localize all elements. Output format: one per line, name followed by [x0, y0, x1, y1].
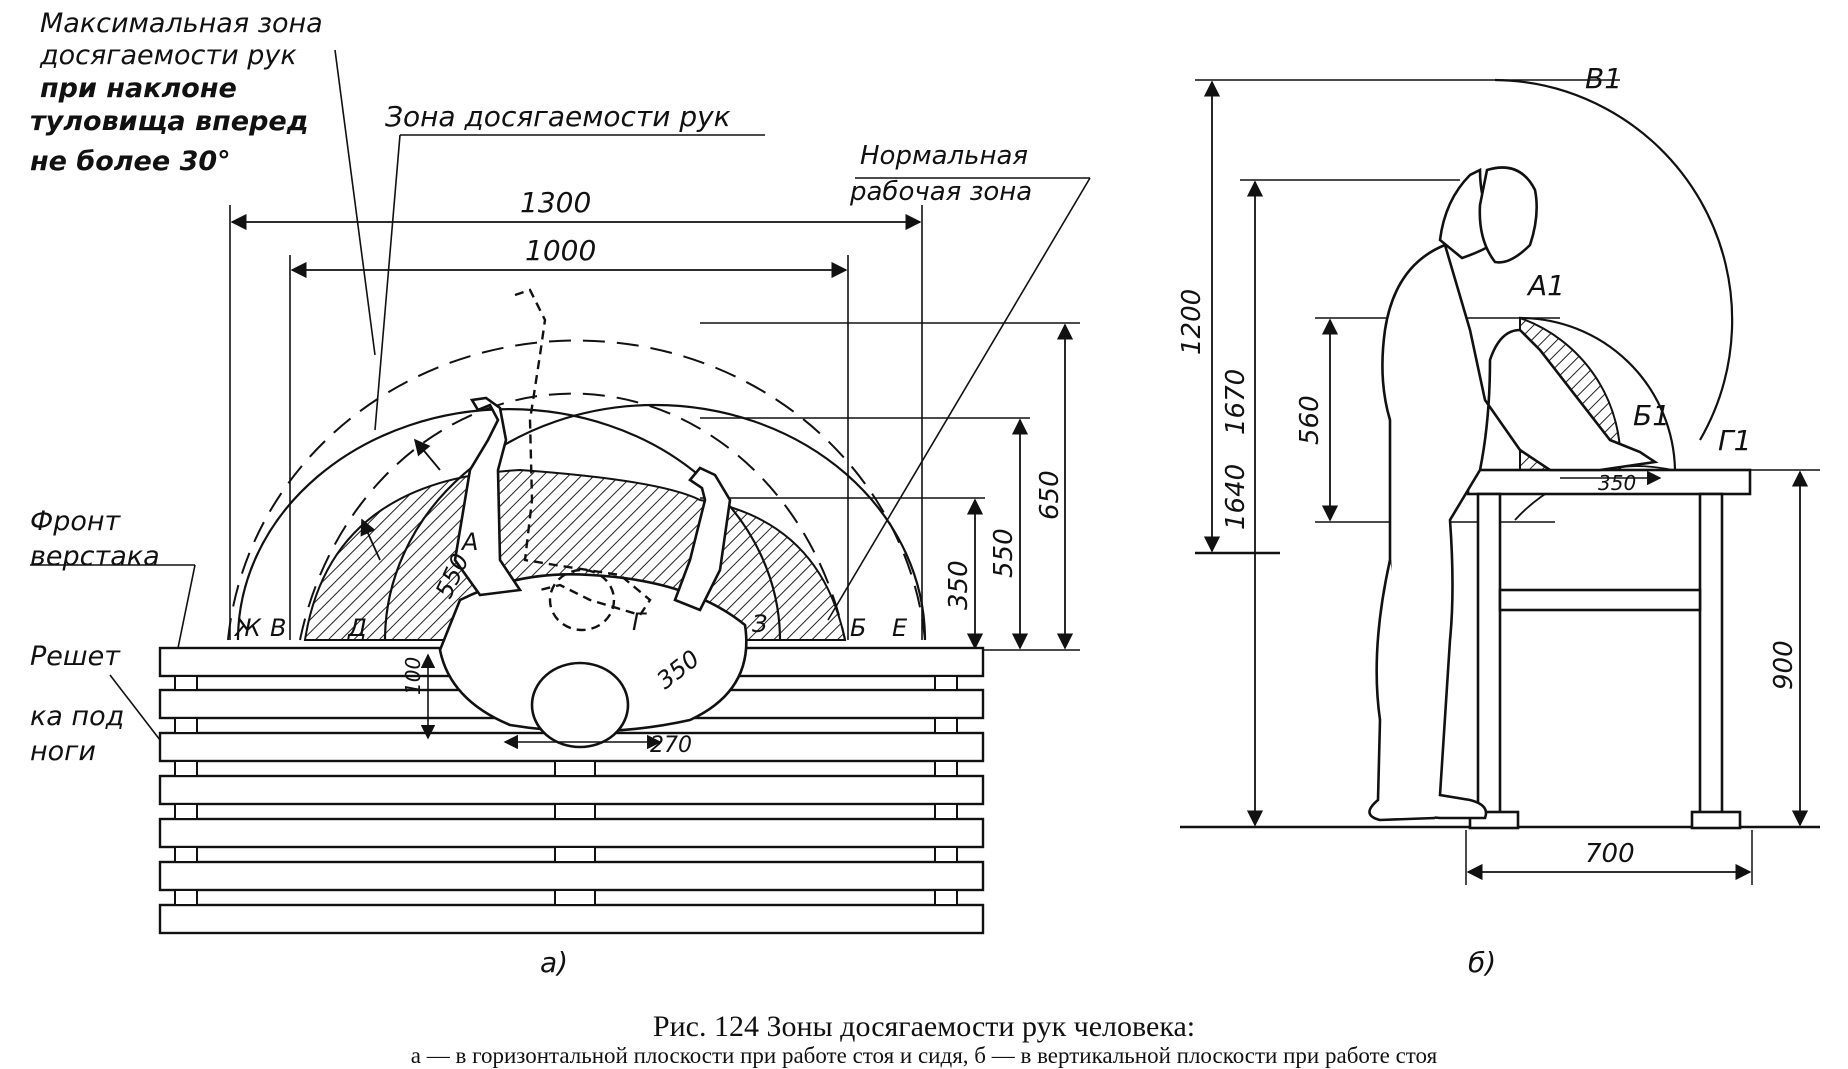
- point-a: А: [460, 528, 478, 556]
- leader-reach-zone: [374, 134, 401, 431]
- max-zone-label-line: туловища вперед: [30, 106, 309, 137]
- point-zh: Ж: [233, 614, 262, 642]
- max-zone-label-line: Максимальная зона: [40, 8, 323, 39]
- leader-max-zone: [334, 49, 376, 356]
- point-a1: А1: [1526, 269, 1565, 302]
- dim-label-100: 100: [401, 657, 425, 695]
- workbench-side: [1466, 468, 1752, 830]
- dim-label-650: 650: [1035, 470, 1065, 520]
- ghost-arm: [514, 288, 652, 617]
- dim-label-1300: 1300: [520, 186, 591, 219]
- leader-grate: [109, 674, 161, 741]
- point-e: Е: [892, 614, 908, 642]
- point-d: Д: [347, 614, 367, 642]
- max-zone-label-line: не более 30°: [30, 146, 231, 177]
- point-b: Б: [850, 614, 866, 642]
- point-v: В: [270, 614, 286, 642]
- reach-arc-small: [1519, 316, 1677, 471]
- panel-b-label: б): [1468, 946, 1496, 979]
- dim-label-1670: 1670: [1221, 369, 1251, 435]
- point-g: Г: [632, 608, 647, 636]
- panel-b-drawing: [1180, 78, 1820, 885]
- leader-normal-zone: [827, 177, 1091, 621]
- reach-arc-big: [1494, 78, 1734, 441]
- bench-front-label-line: Фронт: [30, 506, 122, 537]
- grate-label-line: ноги: [30, 736, 96, 767]
- leader-bench-front: [177, 564, 196, 649]
- point-z: З: [752, 610, 767, 638]
- radius-arrow: [413, 438, 441, 471]
- dim-label-350: 350: [944, 560, 974, 610]
- max-zone-label-line: досягаемости рук: [39, 40, 297, 71]
- dim-label-900: 900: [1769, 640, 1799, 690]
- worker-side-view: [1368, 166, 1659, 822]
- dim-label-270: 270: [650, 733, 692, 758]
- panel-b-labels: 1200 1670 1640 560 350 900 700 В1 А1 Б1 …: [1177, 62, 1799, 979]
- max-zone-arc-inner: [299, 392, 846, 641]
- dim-label-560: 560: [1295, 395, 1325, 445]
- dim-label-550: 550: [989, 528, 1019, 578]
- point-b1: Б1: [1633, 399, 1670, 432]
- ghost-hand: [548, 568, 616, 632]
- bench-front-label-line: верстака: [30, 541, 160, 572]
- point-g1: Г1: [1718, 424, 1751, 457]
- figure-caption-title: Рис. 124 Зоны досягаемости рук человека:: [652, 1010, 1196, 1043]
- dim-label-700: 700: [1585, 839, 1635, 869]
- panel-a-label: а): [540, 946, 568, 979]
- max-zone-arc-outer: [227, 339, 926, 641]
- panel-a-drawing: [30, 49, 1091, 935]
- dim-label-r350b: 350: [1598, 471, 1636, 495]
- max-zone-label-line: при наклоне: [40, 73, 237, 104]
- dim-label-1000: 1000: [525, 234, 596, 267]
- worker-top-view: [438, 396, 748, 749]
- reach-zone-arc-left: [236, 408, 782, 641]
- foot-grate: [158, 646, 985, 935]
- figure-caption-title-wrap: Рис. 124 Зоны досягаемости рук человека:: [0, 1010, 1848, 1044]
- radius-arrow: [360, 518, 381, 561]
- panel-a-labels: Максимальная зона досягаемости рук при н…: [30, 8, 1065, 979]
- figure-caption-text: а — в горизонтальной плоскости при работ…: [410, 1043, 1438, 1068]
- dim-label-1640: 1640: [1221, 464, 1251, 530]
- grate-label-line: Решет: [30, 641, 121, 672]
- point-v1: В1: [1585, 62, 1622, 95]
- reach-zone-label: Зона досягаемости рук: [385, 100, 731, 133]
- normal-zone-label-line: Нормальная: [860, 141, 1028, 171]
- grate-label-line: ка под: [30, 701, 124, 732]
- figure-caption-text-wrap: а — в горизонтальной плоскости при работ…: [0, 1043, 1848, 1069]
- normal-zone-label-line: рабочая зона: [849, 177, 1032, 207]
- dim-label-1200: 1200: [1177, 289, 1207, 355]
